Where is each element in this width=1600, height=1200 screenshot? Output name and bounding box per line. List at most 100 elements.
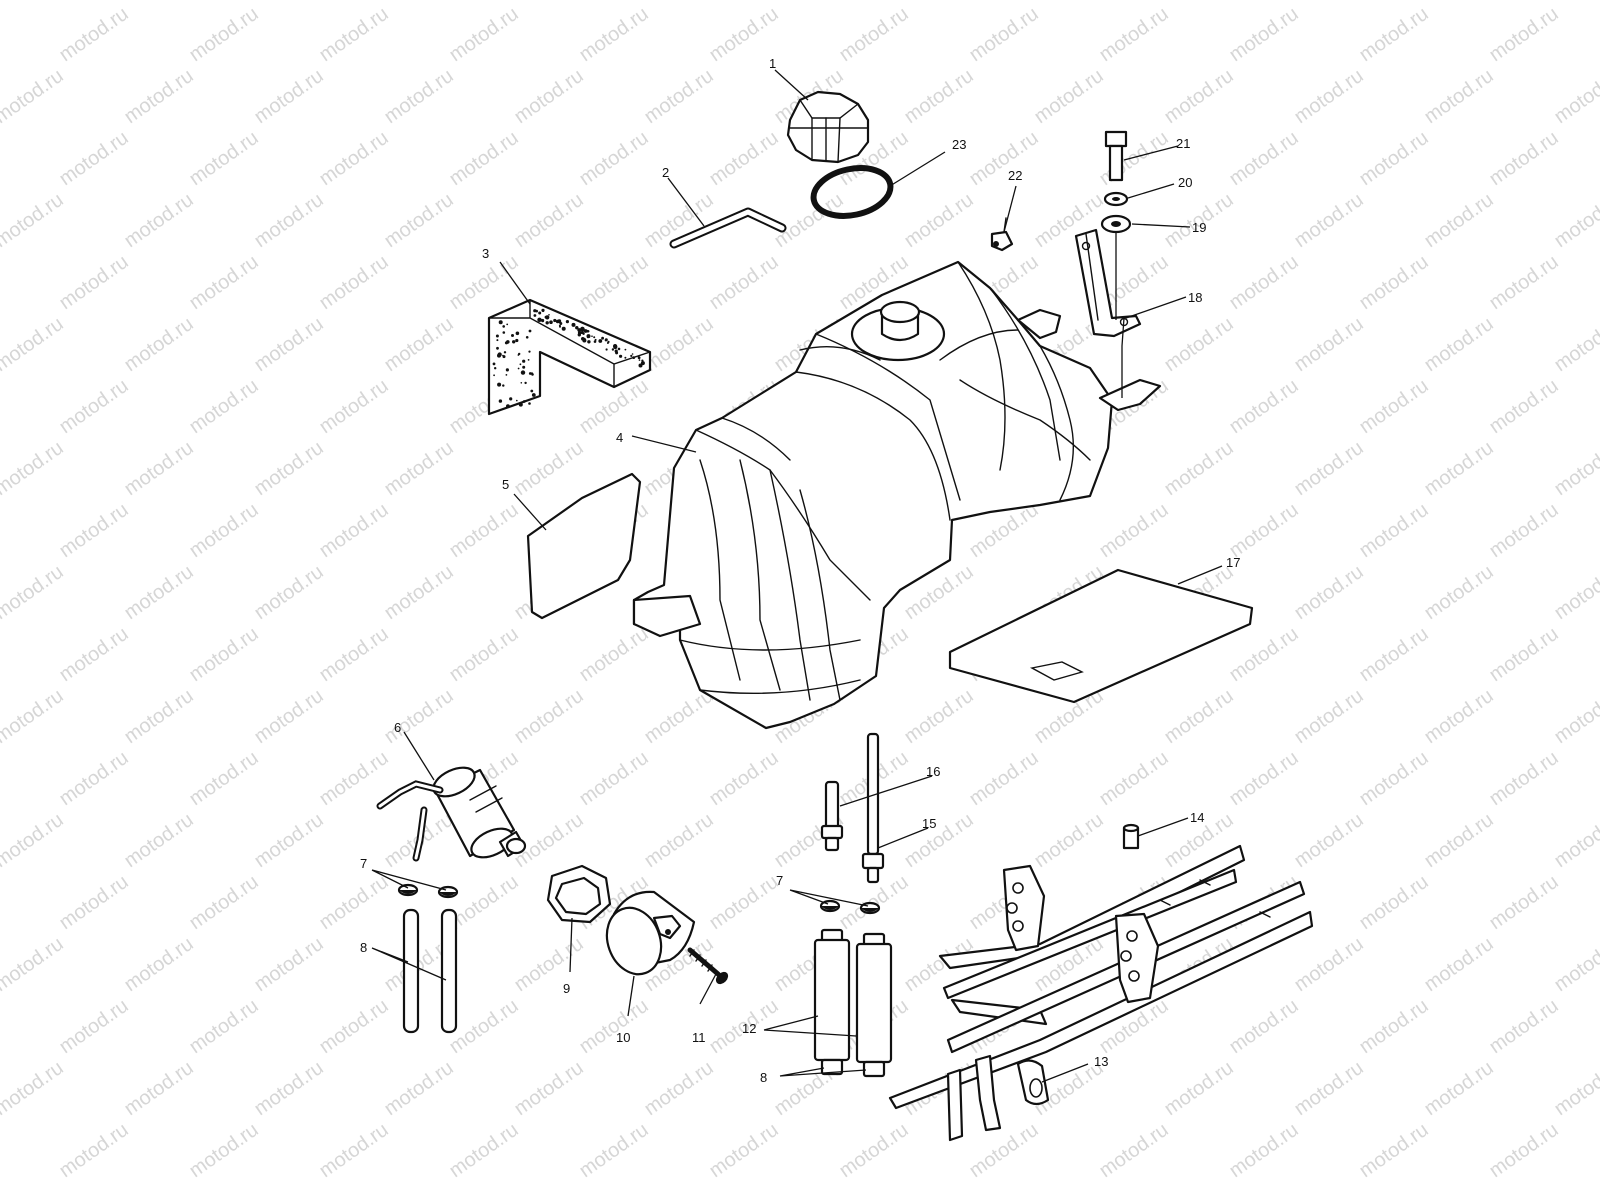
- watermark-text: motod.ru: [0, 0, 68, 4]
- speckle-dot: [565, 320, 570, 324]
- watermark-text: motod.ru: [55, 747, 132, 810]
- speckle-dot: [611, 348, 615, 351]
- watermark-text: motod.ru: [1160, 0, 1237, 4]
- watermark-text: motod.ru: [120, 437, 197, 500]
- part-dampers: [813, 928, 893, 1078]
- speckle-dot: [631, 353, 634, 355]
- watermark-text: motod.ru: [1420, 561, 1497, 624]
- watermark-text: motod.ru: [1550, 933, 1600, 996]
- callout-18: 18: [1188, 290, 1202, 305]
- watermark-text: motod.ru: [640, 1057, 717, 1120]
- watermark-text: motod.ru: [1160, 313, 1237, 376]
- callout-3: 3: [482, 246, 489, 261]
- speckle-dot: [509, 397, 513, 401]
- watermark-text: motod.ru: [575, 1119, 652, 1182]
- watermark-text: motod.ru: [120, 685, 197, 748]
- watermark-text: motod.ru: [1225, 995, 1302, 1058]
- watermark-text: motod.ru: [1420, 685, 1497, 748]
- speckle-dot: [615, 351, 619, 355]
- watermark-text: motod.ru: [380, 189, 457, 252]
- watermark-text: motod.ru: [965, 127, 1042, 190]
- watermark-text: motod.ru: [1420, 437, 1497, 500]
- watermark-text: motod.ru: [1225, 1119, 1302, 1182]
- watermark-text: motod.ru: [1485, 3, 1562, 66]
- watermark-text: motod.ru: [1290, 65, 1367, 128]
- watermark-text: motod.ru: [1485, 375, 1562, 438]
- watermark-text: motod.ru: [0, 1057, 68, 1120]
- part-pickup-tube: [861, 732, 885, 884]
- part-heat-shield: [487, 298, 652, 416]
- part-fuel-filter: [376, 766, 527, 862]
- watermark-text: motod.ru: [1550, 437, 1600, 500]
- watermark-text: motod.ru: [1095, 1119, 1172, 1182]
- watermark-text: motod.ru: [185, 623, 262, 686]
- speckle-dot: [522, 359, 526, 363]
- watermark-text: motod.ru: [250, 561, 327, 624]
- callout-21: 21: [1176, 136, 1190, 151]
- part-tank-pad-left: [526, 472, 642, 620]
- watermark-text: motod.ru: [445, 1119, 522, 1182]
- watermark-text: motod.ru: [120, 313, 197, 376]
- watermark-text: motod.ru: [1355, 623, 1432, 686]
- speckle-dot: [519, 363, 522, 366]
- watermark-text: motod.ru: [55, 499, 132, 562]
- speckle-dot: [515, 338, 519, 343]
- speckle-dot: [591, 335, 593, 338]
- watermark-text: motod.ru: [1355, 251, 1432, 314]
- watermark-text: motod.ru: [1160, 1057, 1237, 1120]
- speckle-dot: [533, 309, 537, 313]
- callout-14: 14: [1190, 810, 1204, 825]
- watermark-text: motod.ru: [705, 251, 782, 314]
- part-tank-pad-bottom: [948, 568, 1254, 704]
- part-vent-tube: [669, 207, 787, 249]
- watermark-text: motod.ru: [1420, 809, 1497, 872]
- watermark-text: motod.ru: [510, 933, 587, 996]
- watermark-text: motod.ru: [575, 251, 652, 314]
- speckle-dot: [577, 328, 582, 332]
- speckle-dot: [518, 402, 523, 407]
- watermark-text: motod.ru: [1225, 127, 1302, 190]
- speckle-dot: [586, 329, 589, 333]
- watermark-text: motod.ru: [380, 437, 457, 500]
- speckle-dot: [545, 321, 549, 325]
- watermark-text: motod.ru: [1485, 127, 1562, 190]
- speckle-dot: [524, 381, 527, 385]
- watermark-text: motod.ru: [1290, 313, 1367, 376]
- callout-5: 5: [502, 477, 509, 492]
- speckle-dot: [494, 367, 497, 370]
- speckle-dot: [587, 340, 591, 344]
- speckle-dot: [502, 384, 505, 387]
- callout-1: 1: [769, 56, 776, 71]
- watermark-text: motod.ru: [250, 313, 327, 376]
- watermark-text: motod.ru: [250, 189, 327, 252]
- speckle-dot: [515, 331, 520, 336]
- watermark-text: motod.ru: [120, 0, 197, 4]
- speckle-dot: [502, 331, 506, 334]
- watermark-text: motod.ru: [185, 375, 262, 438]
- speckle-dot: [630, 354, 633, 357]
- watermark-text: motod.ru: [1355, 1119, 1432, 1182]
- callout-17: 17: [1226, 555, 1240, 570]
- watermark-text: motod.ru: [1290, 189, 1367, 252]
- watermark-text: motod.ru: [185, 3, 262, 66]
- part-hose-clamps-left: [397, 883, 459, 899]
- callout-19: 19: [1192, 220, 1206, 235]
- watermark-text: motod.ru: [1095, 3, 1172, 66]
- callout-20: 20: [1178, 175, 1192, 190]
- watermark-text: motod.ru: [1160, 685, 1237, 748]
- watermark-text: motod.ru: [575, 995, 652, 1058]
- speckle-dot: [575, 326, 579, 330]
- watermark-text: motod.ru: [55, 623, 132, 686]
- watermark-text: motod.ru: [120, 561, 197, 624]
- part-bolt: [1104, 130, 1128, 182]
- callout-2: 2: [662, 165, 669, 180]
- speckle-dot: [581, 337, 585, 341]
- watermark-text: motod.ru: [250, 933, 327, 996]
- watermark-text: motod.ru: [705, 747, 782, 810]
- speckle-dot: [538, 311, 542, 315]
- watermark-text: motod.ru: [510, 0, 587, 4]
- watermark-text: motod.ru: [445, 3, 522, 66]
- watermark-text: motod.ru: [705, 127, 782, 190]
- callout-22: 22: [1008, 168, 1022, 183]
